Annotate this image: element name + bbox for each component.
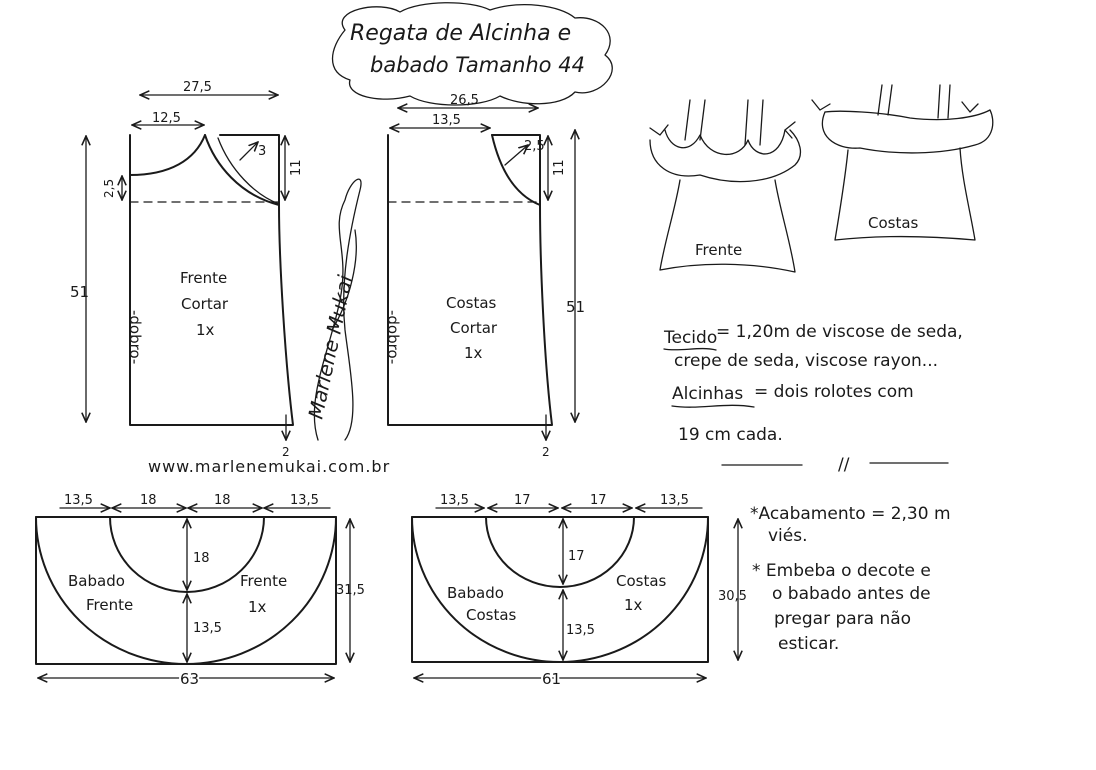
ruffle-back-inner-dim: 17 [568,549,585,564]
front-fold-label: -dobro- [126,310,144,364]
ruffle-front-label-left-1: Babado [68,572,125,590]
ruffle-back-dim-c: 17 [590,493,607,508]
front-hem-dim: 2 [282,445,290,459]
front-label-2: Cortar [181,295,229,313]
ruffle-front-dim-a: 13,5 [64,493,93,508]
ruffle-back-dim-d: 13,5 [660,493,689,508]
back-label-1: Costas [446,294,497,312]
ruffle-front-dim-d: 13,5 [290,493,319,508]
ruffle-front-inner-dim: 18 [193,551,210,566]
ruffle-front-label-left-2: Frente [86,596,133,614]
back-armhole-dim: 2,5 [524,139,545,154]
ruffle-back-label-left-2: Costas [466,606,517,624]
front-top-dim: 12,5 [152,111,181,126]
title-cloud: Regata de Alcinha e babado Tamanho 44 [332,2,613,106]
ruffle-back-dim-b: 17 [514,493,531,508]
ruffle-back-label-right-2: 1x [624,596,643,614]
back-label-3: 1x [464,344,483,362]
embeba-line-2: o babado antes de [772,584,931,604]
signature-text: Marlene Mukai [303,273,357,421]
back-height-dim: 51 [566,298,585,316]
ruffle-front-outer-dim: 13,5 [193,621,222,636]
front-label-3: 1x [196,321,215,339]
front-shoulder-dim: 11 [289,159,304,176]
ruffle-front-label-right-1: Frente [240,572,287,590]
separator-mark: // [838,455,850,475]
illustration-back-label: Costas [868,214,919,232]
front-width-dim: 27,5 [183,80,212,95]
ruffle-front-label-right-2: 1x [248,598,267,616]
back-bodice-piece: 26,5 13,5 2,5 11 51 2 -dobro- Costas Cor… [384,93,585,459]
back-shoulder-dim: 11 [552,159,567,176]
ruffle-back-width-dim: 61 [542,670,561,688]
title-line-2: babado Tamanho 44 [370,53,585,77]
ruffle-back-dim-a: 13,5 [440,493,469,508]
tecido-line-1: = 1,20m de viscose de seda, [716,322,963,342]
ruffle-front-height-dim: 31,5 [336,583,365,598]
ruffle-front-dim-b: 18 [140,493,157,508]
ruffle-back-piece: 13,5 17 17 13,5 17 13,5 30,5 61 Babado C… [411,493,747,690]
back-hem-dim: 2 [542,445,550,459]
embeba-line-1: * Embeba o decote e [752,561,931,581]
front-armhole-dim: 3 [258,144,266,159]
alcinhas-label: Alcinhas [672,384,743,404]
back-garment-illustration: Costas [811,84,994,241]
tecido-line-2: crepe de seda, viscose rayon... [674,351,938,371]
title-line-1: Regata de Alcinha e [350,21,571,46]
front-garment-illustration: Frente [649,99,802,273]
front-label-1: Frente [180,269,227,287]
illustration-front-label: Frente [695,241,742,259]
fabric-notes: Tecido = 1,20m de viscose de seda, crepe… [663,322,963,654]
ruffle-back-outer-dim: 13,5 [566,623,595,638]
embeba-line-4: esticar. [778,634,839,654]
ruffle-front-piece: 13,5 18 18 13,5 18 13,5 31,5 63 Babado F… [35,493,365,690]
embeba-line-3: pregar para não [774,609,911,629]
front-height-dim: 51 [70,283,89,301]
ruffle-back-label-right-1: Costas [616,572,667,590]
back-fold-label: -dobro- [384,310,402,364]
back-label-2: Cortar [450,319,498,337]
tecido-label: Tecido [663,328,717,348]
alcinhas-line-1: = dois rolotes com [754,382,914,402]
signature: Marlene Mukai [303,178,362,441]
website-text: www.marlenemukai.com.br [148,457,390,476]
front-bodice-piece: 27,5 12,5 3 2,5 11 51 2 -dobro- Frente C… [70,80,304,459]
back-width-dim: 26,5 [450,93,479,108]
ruffle-front-dim-c: 18 [214,493,231,508]
back-top-dim: 13,5 [432,113,461,128]
acabamento-line-2: viés. [768,526,808,546]
ruffle-back-label-left-1: Babado [447,584,504,602]
acabamento-line-1: *Acabamento = 2,30 m [750,504,951,524]
alcinhas-line-2: 19 cm cada. [678,425,783,445]
ruffle-front-width-dim: 63 [180,670,199,688]
front-drop-dim: 2,5 [102,179,116,198]
ruffle-back-height-dim: 30,5 [718,589,747,604]
